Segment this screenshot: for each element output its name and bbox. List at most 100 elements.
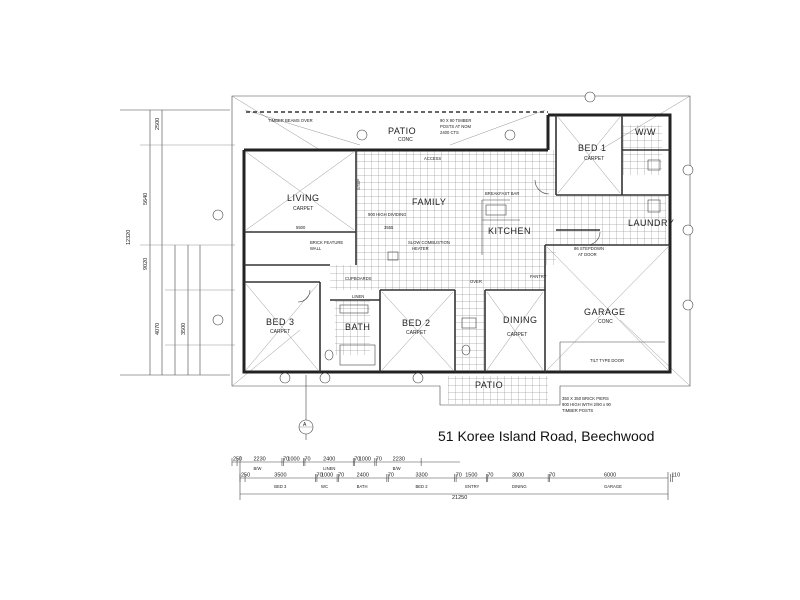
dimension-value: 2230 [393,457,405,463]
dimension-label: LINEN [323,466,335,471]
note-posts-2: POSTS AT NOM [440,124,472,129]
section-marker: A [298,375,314,440]
section-label: A [303,422,307,428]
room-dining-sub: CARPET [507,332,527,338]
note-high-dividing: 900 HIGH DIVIDING [368,212,406,217]
room-laundry: LAUNDRY [628,218,674,228]
dimension-value: 6000 [604,473,616,479]
dimension-value: 70 [283,457,289,463]
dimension-value: 1000 [321,473,333,479]
room-living-sub: CARPET [293,206,313,212]
property-address: 51 Koree Island Road, Beechwood [438,428,655,444]
room-bed1: BED 1 [578,143,607,153]
room-living: LIVING [287,193,320,203]
note-piers-1: 350 X 350 BRICK PIERS [562,396,609,401]
dimension-value: 70 [388,473,394,479]
room-patio-bottom: PATIO [475,380,503,390]
note-step: STEP [356,179,361,190]
dimension-value: 70 [376,457,382,463]
dimension-value: 70 [305,457,311,463]
room-dining: DINING [503,315,538,325]
dimension-value: 70 [354,457,360,463]
room-patio-top: PATIO [388,126,416,136]
dimension-label: BATH [357,484,368,489]
note-breakfast-bar: BREAKFAST BAR [485,191,519,196]
note-posts-3: 2400 CTS [440,130,459,135]
dimension-label: ENTRY [465,484,479,489]
plan-notes: TIMBER BEAMS OVER 90 X 90 TIMBER POSTS A… [268,118,624,413]
dimension-value: 250 [241,473,250,479]
dimension-label: DINING [512,484,527,489]
note-family-dim: 3555 [384,225,394,230]
dim-left-total: 12320 [126,230,132,245]
dimension-value: 2400 [357,473,369,479]
note-stepdown-1: 86 STEPDOWN [574,246,604,251]
room-bed3-sub: CARPET [270,329,290,335]
dimension-label: GARAGE [604,484,622,489]
note-slow-heater-2: HEATER [412,246,429,251]
dim-total: 21250 [452,495,467,501]
note-cupboards-over: OVER [470,279,482,284]
note-timber-beams: TIMBER BEAMS OVER [268,118,313,123]
dimension-value: 1500 [465,473,477,479]
room-bed1-sub: CARPET [584,156,604,162]
room-patio-top-sub: CONC [398,137,413,143]
note-stepdown-2: AT DOOR [578,252,597,257]
note-piers-3: TIMBER POSTS [562,408,593,413]
note-brick-feature-1: BRICK FEATURE [310,240,343,245]
room-bed2-sub: CARPET [406,330,426,336]
room-bed3: BED 3 [266,317,295,327]
note-access: ACCESS [424,156,441,161]
dimension-value: 3000 [512,473,524,479]
fixtures [297,159,661,366]
dimension-value: 70 [456,473,462,479]
dimension-value: 70 [487,473,493,479]
dim-left-b: 5640 [143,193,149,205]
room-bed2: BED 2 [402,318,431,328]
dimension-value: 70 [549,473,555,479]
note-posts-1: 90 X 90 TIMBER [440,118,471,123]
dimension-value: 3500 [274,473,286,479]
dimension-value: 2230 [253,457,265,463]
room-kitchen: KITCHEN [488,226,531,236]
dimension-value: 70 [338,473,344,479]
dimension-value: 1000 [359,457,371,463]
dimension-value: 1000 [287,457,299,463]
grid-markers [212,91,694,384]
dimension-value: 250 [233,457,242,463]
dim-left-d: 2500 [155,118,161,130]
note-piers-2: 900 HIGH WITH 2/90 x 90 [562,402,612,407]
room-wiw: W/W [635,127,656,137]
left-dimension-lines: 12320 9020 5640 2500 4070 3500 [120,109,235,376]
room-family: FAMILY [412,197,446,207]
note-linen: LINEN [352,294,364,299]
dimension-label: B/W [253,466,261,471]
dimension-label: BED 2 [415,484,428,489]
room-labels: PATIO CONC BED 1 CARPET W/W LIVING CARPE… [266,126,674,390]
internal-walls [244,115,670,372]
dimension-label: BED 3 [274,484,287,489]
dimension-value: 110 [671,473,680,479]
note-pantry: PANTRY [530,274,547,279]
note-cupboards: CUPBOARDS [345,276,372,281]
note-tilt-door: TILT TYPE DOOR [590,358,624,363]
roof-outline [231,95,691,406]
dim-left-a: 9020 [143,258,149,270]
dimension-value: 3300 [415,473,427,479]
room-bath: BATH [345,322,370,332]
dimension-value: 2400 [323,457,335,463]
dimension-value: 70 [317,473,323,479]
room-garage-sub: CONC [598,319,613,325]
room-diagonals [245,116,669,371]
note-brick-feature-2: WALL [310,246,322,251]
dim-left-c: 4070 [155,323,161,335]
dimension-label: B/W [393,466,401,471]
room-garage: GARAGE [584,307,626,317]
note-living-dim: 5500 [296,225,306,230]
dimension-label: WC [321,484,328,489]
note-slow-heater-1: SLOW COMBUSTION [408,240,450,245]
external-walls [242,111,672,374]
dim-left-e: 3500 [181,323,187,335]
